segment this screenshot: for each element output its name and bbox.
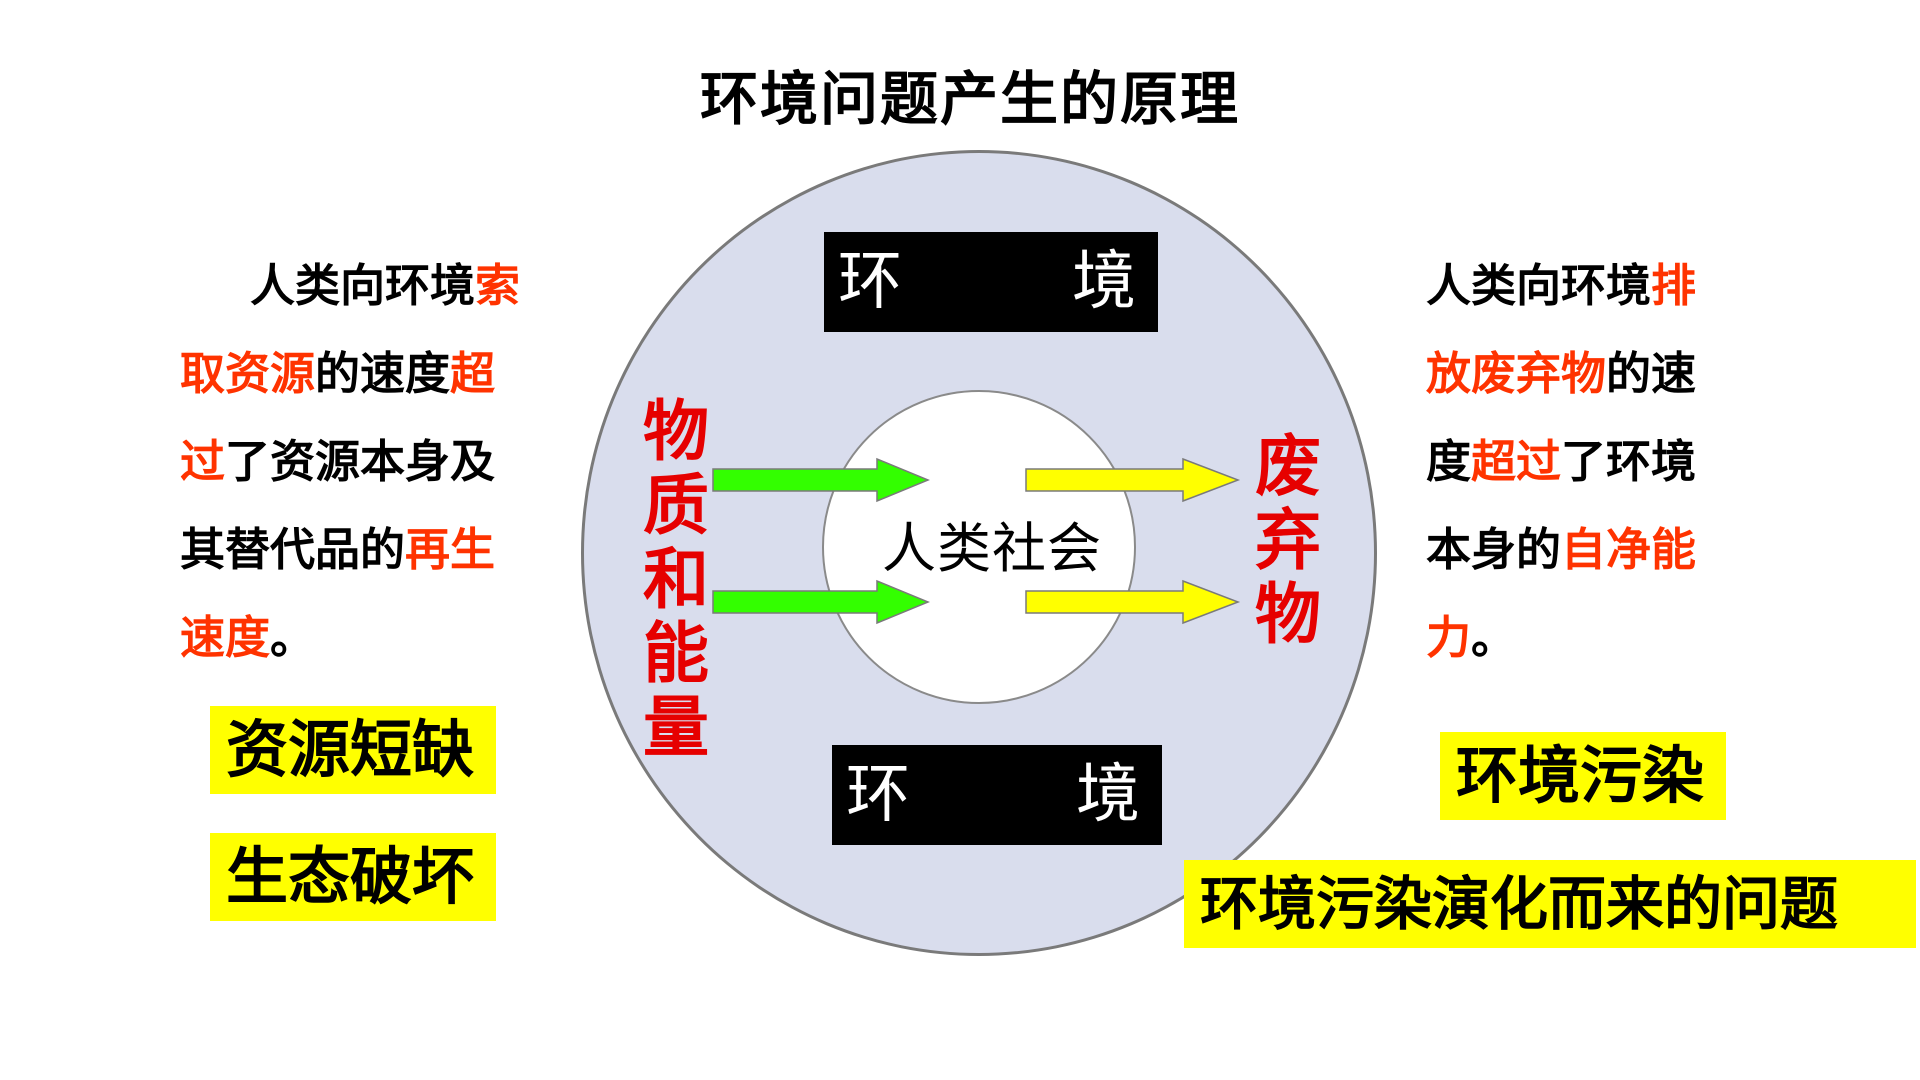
left-text-highlight: 再生速度 (180, 523, 496, 664)
page-title: 环境问题产生的原理 (699, 65, 1240, 133)
right-text-part: 人类向环境 (1426, 259, 1652, 312)
environment-label-top: 环 境 (824, 232, 1158, 332)
human-society-label: 人类社会 (882, 517, 1102, 580)
input-arrow-bottom (712, 579, 930, 625)
waste-label: 废弃物 (1255, 428, 1321, 653)
resource-scarcity-tag: 资源短缺 (210, 706, 496, 794)
environment-bottom-char-2: 境 (1076, 758, 1140, 832)
right-text-highlight: 超过 (1471, 435, 1562, 488)
environment-top-char-1: 环 (838, 245, 902, 319)
environment-label-bottom: 环 境 (832, 745, 1162, 845)
resource-extraction-text: 人类向环境索取资源的速度超过了资源本身及其替代品的再生速度。 (180, 242, 530, 682)
left-text-part: 了资源本身及其替代品的 (180, 435, 496, 576)
right-text-part: 。 (1471, 611, 1517, 664)
right-text-highlight: 排放废弃物 (1426, 259, 1697, 400)
left-text-highlight: 超过 (180, 347, 496, 488)
environmental-pollution-tag: 环境污染 (1440, 732, 1726, 820)
left-text-part: 的速度 (315, 347, 451, 400)
right-text-part: 的速度 (1426, 347, 1697, 488)
output-arrow-top (1025, 457, 1241, 503)
waste-discharge-text: 人类向环境排放废弃物的速度超过了环境本身的自净能力。 (1426, 242, 1732, 682)
evolved-problems-tag: 环境污染演化而来的问题 (1184, 860, 1916, 948)
input-arrow-top (712, 457, 930, 503)
left-text-part: 人类向环境 (250, 259, 476, 312)
right-text-highlight: 自净能力 (1426, 523, 1697, 664)
material-energy-label: 物质和能量 (643, 393, 709, 766)
ecological-damage-tag: 生态破坏 (210, 833, 496, 921)
right-text-part: 了环境本身的 (1426, 435, 1697, 576)
output-arrow-bottom (1025, 579, 1241, 625)
left-text-part: 。 (270, 611, 316, 664)
environment-top-char-2: 境 (1072, 245, 1136, 319)
human-society-circle (822, 390, 1136, 704)
environment-bottom-char-1: 环 (846, 758, 910, 832)
left-text-highlight: 索取资源 (180, 259, 521, 400)
